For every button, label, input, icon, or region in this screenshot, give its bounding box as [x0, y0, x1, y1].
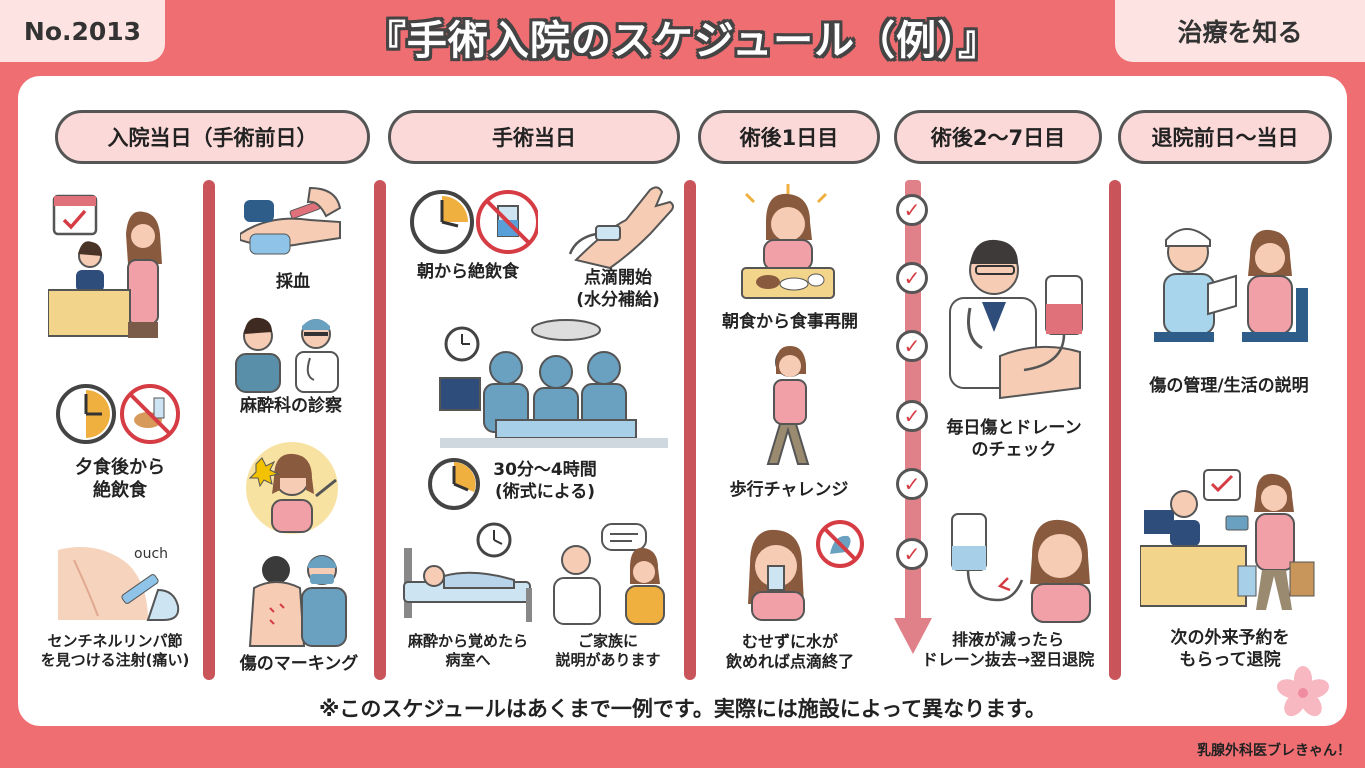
clock-icon: [428, 458, 480, 510]
brand-credit: 乳腺外科医ブレきゃん！: [1197, 743, 1351, 759]
injection-illustration: ouch: [58, 546, 180, 621]
family-explanation-illustration: [553, 523, 665, 625]
walking-illustration: [766, 346, 810, 465]
operating-room-illustration: [439, 319, 668, 448]
caption-morning-fast: 朝から絶飲食: [417, 262, 519, 282]
phase-header-admission: 入院当日（手術前日）: [55, 110, 370, 164]
caption-wake-to-room: 麻酔から覚めたら 病室へ: [407, 632, 528, 670]
disclaimer-text: ※このスケジュールはあくまで一例です。実際には施設によって異なります。: [318, 697, 1047, 721]
phase-header-post-day2-7: 術後2〜7日目: [894, 110, 1102, 164]
skin-marking-illustration: [248, 555, 347, 647]
column-divider: [374, 180, 386, 680]
caption-meal-resume: 朝食から食事再開: [722, 312, 858, 332]
caption-blood-draw: 採血: [276, 272, 310, 292]
issue-number: No.2013: [0, 0, 165, 62]
caption-sentinel-injection: センチネルリンパ節 を見つける注射(痛い): [40, 632, 190, 670]
content-panel: [18, 76, 1347, 726]
caption-surgery-duration: 30分〜4時間 (術式による): [493, 460, 597, 502]
sakura-icon: [1277, 666, 1329, 717]
check-icon: ✓: [896, 330, 928, 362]
anesthesia-exam-illustration: [235, 317, 339, 393]
page-title: 『手術入院のスケジュール（例）』: [365, 18, 1000, 64]
marking-illustration: [246, 442, 338, 534]
caption-anesthesia-exam: 麻酔科の診察: [240, 396, 342, 416]
nurse-explanation-illustration: [1154, 228, 1308, 342]
clock-icon: [56, 384, 180, 444]
phase-header-discharge: 退院前日〜当日: [1118, 110, 1332, 164]
category-tag: 治療を知る: [1115, 0, 1365, 62]
caption-drip-start: 点滴開始 (水分補給): [576, 268, 660, 310]
iv-drip-illustration: [568, 186, 674, 270]
caption-wound-marking: 傷のマーキング: [239, 654, 359, 674]
caption-family-explanation: ご家族に 説明があります: [555, 632, 661, 670]
check-icon: ✓: [896, 400, 928, 432]
drain-removal-illustration: [951, 513, 1091, 623]
caption-daily-check: 毎日傷とドレーン のチェック: [946, 418, 1082, 460]
reception-illustration: [48, 194, 162, 338]
caption-care-explanation: 傷の管理/生活の説明: [1149, 376, 1309, 396]
ouch-label: ouch: [134, 546, 168, 562]
checkout-illustration: [1140, 469, 1315, 610]
check-icon: ✓: [896, 194, 928, 226]
caption-walking: 歩行チャレンジ: [729, 480, 849, 500]
caption-next-appointment: 次の外来予約を もらって退院: [1170, 628, 1290, 670]
check-icon: ✓: [896, 262, 928, 294]
column-divider: [203, 180, 215, 680]
blood-draw-illustration: [240, 186, 342, 255]
check-icon: ✓: [896, 538, 928, 570]
check-icon: ✓: [896, 468, 928, 500]
caption-drain-removal: 排液が減ったら ドレーン抜去→翌日退院: [921, 630, 1095, 670]
drinking-water-illustration: [748, 520, 864, 621]
meal-illustration: [741, 184, 835, 299]
caption-dinner-fast: 夕食後から 絶飲食: [75, 457, 165, 502]
phase-header-post-day1: 術後1日目: [698, 110, 880, 164]
caption-water-drip-end: むせずに水が 飲めれば点滴終了: [725, 632, 854, 672]
clock-icon: [410, 190, 538, 254]
phase-header-surgery: 手術当日: [388, 110, 680, 164]
doctor-check-illustration: [949, 239, 1083, 400]
column-divider: [1109, 180, 1121, 680]
column-divider: [684, 180, 696, 680]
recovery-room-illustration: [403, 522, 532, 622]
arrow-down-icon: [894, 618, 932, 654]
